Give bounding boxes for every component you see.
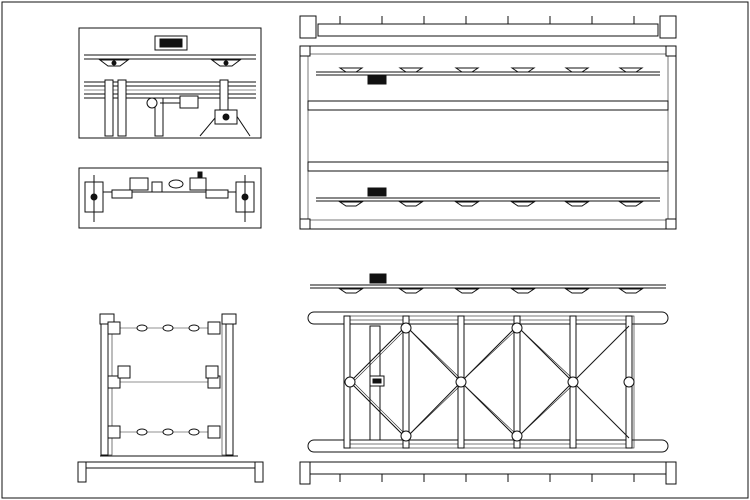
detail-view-frame-top bbox=[78, 27, 262, 139]
plan-view-top bbox=[299, 15, 677, 230]
detail-view-frame-connector bbox=[78, 167, 262, 229]
end-view-frame bbox=[77, 313, 264, 483]
plan-view-bottom bbox=[299, 273, 677, 485]
